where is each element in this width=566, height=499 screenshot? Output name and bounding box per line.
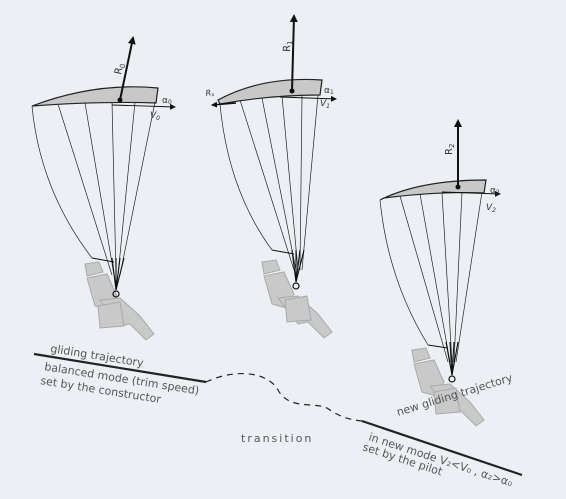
risers <box>427 341 459 376</box>
risers <box>271 249 305 283</box>
force-label: R1 <box>282 40 294 52</box>
speed-arrow <box>111 103 176 110</box>
risers <box>91 257 125 291</box>
suspension-lines <box>31 101 156 276</box>
caption-transition: transition <box>241 432 313 445</box>
pilot-figure <box>411 347 485 427</box>
drag-label: Rx <box>205 88 215 99</box>
force-arrow <box>289 14 298 92</box>
angle-label: α0 <box>162 96 172 106</box>
speed-label: V0 <box>150 111 160 122</box>
carabiner <box>112 290 120 298</box>
speed-arrow <box>441 190 501 197</box>
carabiner <box>292 282 300 290</box>
suspension-lines <box>219 94 319 271</box>
glider-new-mode: R2 α2 V2 <box>379 119 501 427</box>
pilot-figure <box>84 261 155 341</box>
glider-trim: R0 α0 V0 <box>31 36 176 341</box>
drag-arrow <box>211 101 237 108</box>
pilot-figure <box>261 259 333 339</box>
angle-label: α1 <box>324 86 334 96</box>
speed-label: V1 <box>320 99 330 110</box>
trim-trajectory-line <box>33 352 207 384</box>
canopy <box>379 179 487 201</box>
speed-label: V2 <box>486 203 496 214</box>
angle-label: α2 <box>490 186 500 196</box>
force-arrow <box>119 36 136 101</box>
carabiner <box>448 375 456 383</box>
transition-dashed-curve <box>205 372 363 422</box>
force-label: R0 <box>113 62 127 76</box>
suspension-lines <box>379 191 483 363</box>
force-label: R2 <box>444 144 456 155</box>
new-trajectory-line <box>361 419 523 477</box>
canopy <box>31 86 159 107</box>
speed-arrow <box>279 95 337 102</box>
canopy <box>217 78 323 105</box>
glider-transition: R1 Rx α1 V1 <box>205 14 337 339</box>
